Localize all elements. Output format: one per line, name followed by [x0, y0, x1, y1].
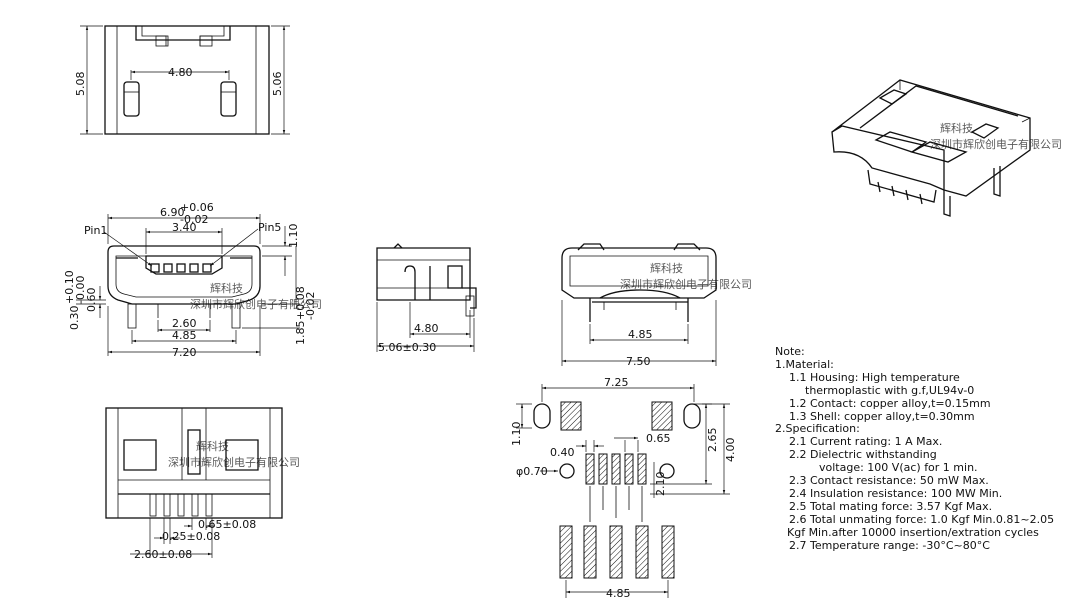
pcb-width-label: 7.25 — [604, 376, 629, 389]
watermark-brand-rear: 辉科技 — [650, 261, 683, 275]
front-opening-label: 3.40 — [172, 221, 197, 234]
front-left-offset-tol-plus: +0.10 — [63, 270, 76, 304]
temperature-line: 2.7 Temperature range: -30°C~80°C — [789, 538, 990, 552]
watermark-brand-front: 辉科技 — [210, 281, 243, 295]
front-width-tol-minus: -0.02 — [180, 213, 208, 226]
top-pin-span-label: 4.80 — [168, 66, 193, 79]
pcb-hole-offset-label: 2.10 — [654, 472, 667, 497]
bottom-pitch-label: 0.65±0.08 — [198, 518, 256, 531]
side-length-label: 5.06±0.30 — [378, 341, 436, 354]
spec-notes: Note: 1.Material: 1.1 Housing: High temp… — [775, 345, 1085, 553]
current-line: 2.1 Current rating: 1 A Max. — [789, 435, 943, 449]
insulation-line: 2.4 Insulation resistance: 100 MW Min. — [789, 486, 1003, 500]
housing-line-1: 1.1 Housing: High temperature — [789, 370, 960, 384]
top-height-right-label: 5.06 — [271, 72, 284, 97]
front-right-height-tol-plus: +0.08 — [294, 286, 307, 320]
front-left-offset-label: 0.30 — [68, 306, 81, 331]
pin5-label: Pin5 — [258, 221, 281, 234]
watermark-company-iso: 深圳市辉欣创电子有限公司 — [930, 137, 1062, 151]
bottom-pin-width-label: 0.25±0.08 — [162, 530, 220, 543]
front-width-tol-plus: +0.06 — [180, 201, 214, 214]
unmating-line-1: 2.6 Total unmating force: 1.0 Kgf Min.0.… — [789, 512, 1055, 526]
front-view: 6.90 +0.06 -0.02 3.40 Pin1 Pin5 1.10 0.3… — [63, 201, 317, 359]
watermark-group: 辉科技 深圳市辉欣创电子有限公司 辉科技 深圳市辉欣创电子有限公司 辉科技 深圳… — [168, 121, 1062, 469]
side-pin-span-label: 4.80 — [414, 322, 439, 335]
watermark-company-front: 深圳市辉欣创电子有限公司 — [190, 297, 322, 311]
front-inner-span-label: 2.60 — [172, 317, 197, 330]
bottom-view: 0.65±0.08 0.25±0.08 2.60±0.08 — [105, 407, 283, 561]
bottom-span-label: 2.60±0.08 — [134, 548, 192, 561]
pcb-pad-height-label: 2.65 — [706, 428, 719, 453]
pcb-slot-left — [533, 403, 551, 429]
contact-line: 1.2 Contact: copper alloy,t=0.15mm — [789, 396, 991, 410]
dielectric-line-2: voltage: 100 V(ac) for 1 min. — [819, 461, 978, 475]
front-outer-span-label: 7.20 — [172, 346, 197, 359]
unmating-line-2: Kgf Min.after 10000 insertion/extration … — [787, 525, 1039, 539]
dielectric-line-1: 2.2 Dielectric withstanding — [789, 448, 937, 462]
notes-title: Note: — [775, 345, 805, 358]
watermark-company-bottom: 深圳市辉欣创电子有限公司 — [168, 455, 300, 469]
front-left-height-label: 0.60 — [85, 288, 98, 313]
top-view: 4.80 5.08 5.06 — [74, 25, 290, 135]
rear-inner-span-label: 4.85 — [628, 328, 653, 341]
pcb-slot-right — [683, 403, 701, 429]
pcb-hole-right — [659, 463, 675, 479]
pcb-pad-width-label: 0.40 — [550, 446, 575, 459]
isometric-view — [831, 79, 1031, 217]
front-width-label: 6.90 — [160, 206, 185, 219]
material-heading: 1.Material: — [775, 357, 834, 371]
side-view: 4.80 5.06±0.30 — [376, 243, 477, 354]
front-right-height-label: 1.85 — [294, 321, 307, 346]
top-height-left-label: 5.08 — [74, 72, 87, 97]
pcb-hole-left — [559, 463, 575, 479]
pcb-bottom-span-label: 4.85 — [606, 587, 631, 600]
rear-outer-span-label: 7.50 — [626, 355, 651, 368]
front-right-height-tol-minus: -0.02 — [304, 292, 317, 320]
mating-line: 2.5 Total mating force: 3.57 Kgf Max. — [789, 499, 993, 513]
pcb-layout: 7.25 1.10 0.40 0.65 φ0.70 2.65 4.00 — [510, 376, 737, 600]
pcb-total-height-label: 4.00 — [724, 438, 737, 463]
spec-heading: 2.Specification: — [775, 422, 860, 436]
pcb-pad-pitch-label: 0.65 — [646, 432, 671, 445]
watermark-company-rear: 深圳市辉欣创电子有限公司 — [620, 277, 752, 291]
pcb-slot-height-label: 1.10 — [510, 422, 523, 447]
pcb-hole-dia-label: φ0.70 — [516, 465, 548, 478]
rear-view: 4.85 7.50 — [561, 243, 717, 368]
pin1-label: Pin1 — [84, 224, 107, 237]
watermark-brand-bottom: 辉科技 — [196, 439, 229, 453]
contact-resistance-line: 2.3 Contact resistance: 50 mW Max. — [789, 474, 989, 488]
shell-line: 1.3 Shell: copper alloy,t=0.30mm — [789, 409, 975, 423]
watermark-brand-iso: 辉科技 — [940, 121, 973, 135]
front-left-offset-tol-minus: -0.00 — [74, 276, 87, 304]
front-top-gap-label: 1.10 — [287, 224, 300, 249]
housing-line-2: thermoplastic with g.f,UL94v-0 — [805, 383, 975, 397]
front-mid-span-label: 4.85 — [172, 329, 197, 342]
